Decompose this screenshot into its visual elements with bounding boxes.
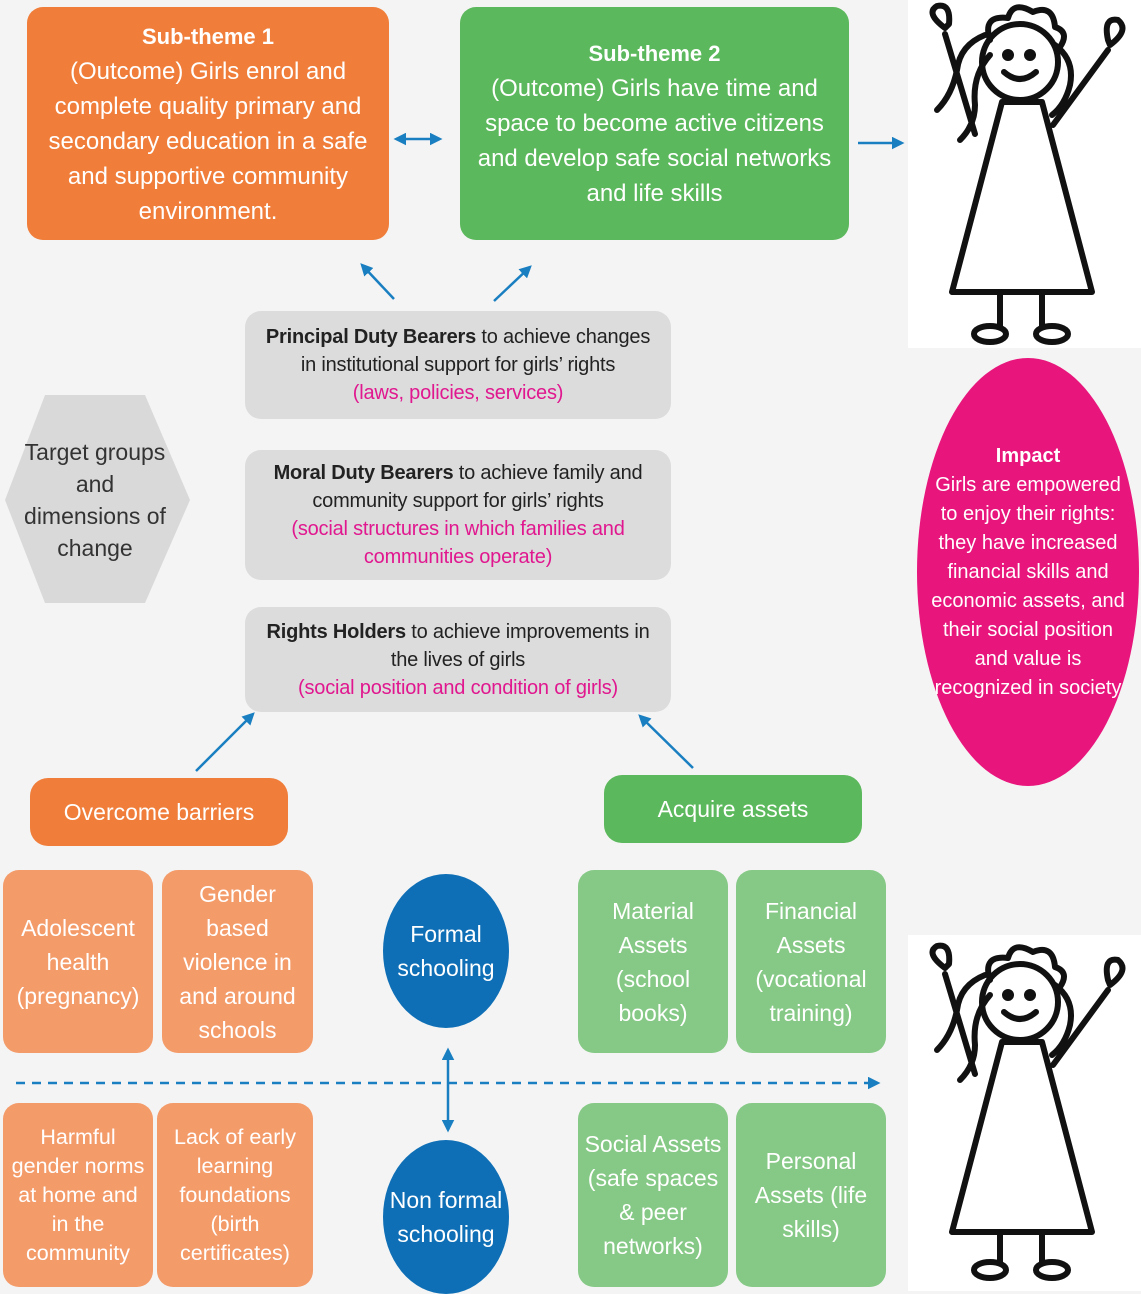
asset-financial: Financial Assets (vocational training) <box>736 870 886 1053</box>
impact-text: Girls are empowered to enjoy their right… <box>931 473 1125 699</box>
impact-ellipse: Impact Girls are empowered to enjoy thei… <box>917 358 1139 786</box>
girl-figure-icon <box>929 2 1126 345</box>
rights-holders-text: to achieve improvements in the lives of … <box>390 620 650 671</box>
principal-duty-sub: (laws, policies, services) <box>352 382 564 404</box>
girl-figure-icon <box>929 942 1126 1281</box>
principal-duty-label: Principal Duty Bearers <box>265 326 477 348</box>
subtheme1-box: Sub-theme 1 (Outcome) Girls enrol and co… <box>27 7 389 240</box>
asset-material: Material Assets (school books) <box>578 870 728 1053</box>
impact-title: Impact <box>995 444 1061 467</box>
overcome-barriers-pill: Overcome barriers <box>30 778 288 846</box>
barrier-early-learning: Lack of early learning foundations (birt… <box>157 1103 313 1287</box>
arrow-to-subtheme2 <box>493 265 532 302</box>
rights-holders-sub: (social position and condition of girls) <box>298 676 618 699</box>
moral-duty-text: to achieve family and community support … <box>312 462 643 512</box>
arrow-barriers-to-rights <box>195 712 255 772</box>
barrier-gender-violence: Gender based violence in and around scho… <box>162 870 313 1053</box>
principal-duty-text: to achieve changes in institutional supp… <box>300 326 651 376</box>
moral-duty-sub: (social structures in which families and… <box>291 518 625 568</box>
rights-holders-label: Rights Holders <box>266 620 406 643</box>
arrow-assets-to-rights <box>638 714 694 769</box>
subtheme2-box: Sub-theme 2 (Outcome) Girls have time an… <box>460 7 849 240</box>
formal-schooling-oval: Formal schooling <box>383 874 509 1028</box>
moral-duty-label: Moral Duty Bearers <box>273 462 454 484</box>
asset-personal: Personal Assets (life skills) <box>736 1103 886 1287</box>
subtheme1-title: Sub-theme 1 <box>141 23 275 49</box>
subtheme1-text: (Outcome) Girls enrol and complete quali… <box>48 57 368 225</box>
asset-social: Social Assets (safe spaces & peer networ… <box>578 1103 728 1287</box>
arrow-to-subtheme1 <box>360 263 395 300</box>
subtheme2-text: (Outcome) Girls have time and space to b… <box>477 75 832 207</box>
subtheme2-title: Sub-theme 2 <box>588 41 721 66</box>
moral-duty-box: Moral Duty Bearers to achieve family and… <box>245 450 671 580</box>
target-groups-label: Target groups and dimensions of change <box>24 439 166 561</box>
barrier-harmful-norms: Harmful gender norms at home and in the … <box>3 1103 153 1287</box>
barrier-adolescent-health: Adolescent health (pregnancy) <box>3 870 153 1053</box>
nonformal-schooling-oval: Non formal schooling <box>383 1140 509 1294</box>
principal-duty-box: Principal Duty Bearers to achieve change… <box>245 311 671 419</box>
acquire-assets-pill: Acquire assets <box>604 775 862 843</box>
rights-holders-box: Rights Holders to achieve improvements i… <box>245 607 671 712</box>
